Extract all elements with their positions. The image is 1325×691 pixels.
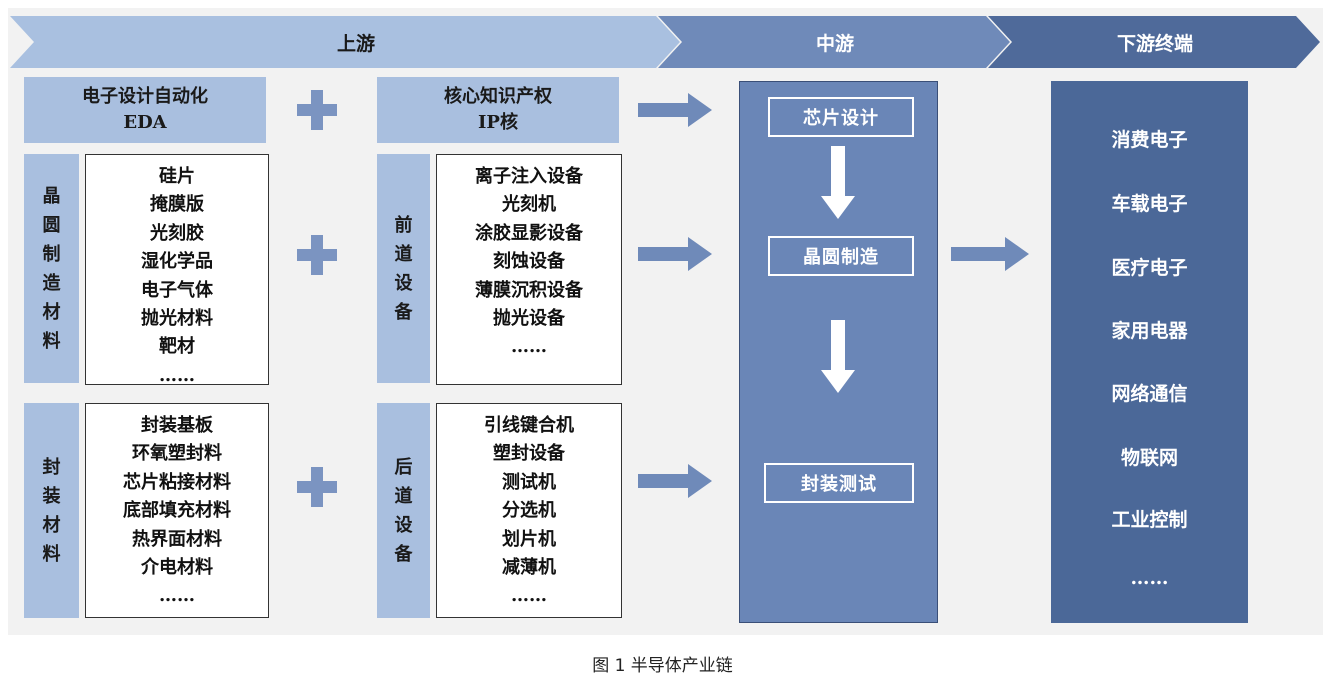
midstream-column: 芯片设计 晶圆制造 封装测试 — [739, 81, 938, 623]
list-item: …… — [1130, 567, 1169, 589]
list-item: 湿化学品 — [141, 251, 213, 273]
stage-upstream-label: 上游 — [336, 32, 375, 55]
chevron-upstream-shape — [10, 16, 680, 68]
arrow-right-icon — [638, 237, 712, 271]
step-packaging-test: 封装测试 — [764, 463, 914, 503]
list-item: …… — [511, 336, 547, 358]
chevron-downstream-shape — [988, 16, 1320, 68]
wafer-materials-char: 材 — [42, 301, 61, 323]
wafer-materials-char: 制 — [42, 243, 61, 265]
backend-equipment-char: 备 — [394, 543, 413, 565]
list-item: 抛光设备 — [493, 308, 565, 330]
eda-title: 电子设计自动化 — [82, 86, 208, 107]
arrow-right-icon — [638, 464, 712, 498]
wafer-materials-label: 晶 圆 制 造 材 料 — [24, 154, 79, 383]
frontend-equipment-char: 设 — [394, 272, 413, 294]
stage-chevrons — [10, 16, 1320, 68]
frontend-equipment-list: 离子注入设备 光刻机 涂胶显影设备 刻蚀设备 薄膜沉积设备 抛光设备 …… — [436, 154, 622, 385]
list-item: 车载电子 — [1111, 193, 1188, 215]
list-item: 网络通信 — [1111, 383, 1188, 405]
frontend-equipment-char: 备 — [394, 301, 413, 323]
list-item: …… — [159, 585, 195, 607]
packaging-materials-list: 封装基板 环氧塑封料 芯片粘接材料 底部填充材料 热界面材料 介电材料 …… — [85, 403, 269, 618]
list-item: 热界面材料 — [132, 528, 222, 550]
list-item: 涂胶显影设备 — [475, 222, 583, 244]
list-item: 抛光材料 — [141, 308, 213, 330]
plus-icon — [297, 467, 337, 507]
backend-equipment-char: 后 — [394, 456, 413, 478]
list-item: 光刻机 — [502, 194, 556, 216]
list-item: …… — [511, 585, 547, 607]
list-item: 减薄机 — [502, 557, 556, 579]
list-item: 光刻胶 — [150, 222, 204, 244]
wafer-materials-char: 料 — [42, 330, 61, 352]
arrow-down-icon — [821, 146, 855, 219]
figure-caption: 图 1 半导体产业链 — [592, 656, 733, 676]
list-item: 薄膜沉积设备 — [475, 279, 583, 301]
list-item: 塑封设备 — [493, 443, 565, 465]
stage-midstream-label: 中游 — [815, 32, 854, 55]
chevron-midstream-shape — [658, 16, 1010, 68]
list-item: 刻蚀设备 — [493, 251, 565, 273]
packaging-materials-label: 封 装 材 料 — [24, 403, 79, 618]
list-item: 测试机 — [502, 471, 556, 493]
backend-equipment-char: 道 — [394, 485, 413, 507]
wafer-materials-char: 造 — [42, 272, 61, 294]
wafer-materials-char: 圆 — [42, 214, 61, 236]
frontend-equipment-label: 前 道 设 备 — [377, 154, 430, 383]
plus-icon — [297, 90, 337, 130]
list-item: 医疗电子 — [1111, 257, 1188, 279]
ip-title: 核心知识产权 — [444, 86, 552, 107]
list-item: 封装基板 — [141, 415, 213, 436]
ip-abbrev: IP核 — [478, 112, 518, 133]
wafer-materials-char: 晶 — [42, 185, 61, 207]
arrow-right-icon — [638, 93, 712, 127]
list-item: 掩膜版 — [150, 194, 204, 216]
packaging-materials-char: 装 — [42, 485, 61, 507]
packaging-materials-char: 料 — [42, 543, 61, 565]
eda-box: 电子设计自动化 EDA — [24, 77, 266, 143]
list-item: 工业控制 — [1111, 509, 1188, 531]
list-item: 引线键合机 — [484, 415, 574, 436]
list-item: 分选机 — [502, 500, 556, 522]
backend-equipment-label: 后 道 设 备 — [377, 403, 430, 618]
list-item: 物联网 — [1120, 447, 1178, 469]
list-item: …… — [159, 364, 195, 386]
frontend-equipment-char: 前 — [394, 214, 413, 236]
ip-box: 核心知识产权 IP核 — [377, 77, 619, 143]
arrow-down-icon — [821, 320, 855, 393]
step-wafer-fab: 晶圆制造 — [768, 236, 914, 276]
step-chip-design: 芯片设计 — [768, 97, 914, 137]
packaging-materials-char: 封 — [42, 456, 61, 478]
list-item: 离子注入设备 — [475, 166, 583, 187]
list-item: 划片机 — [502, 528, 556, 550]
list-item: 环氧塑封料 — [132, 443, 222, 465]
list-item: 芯片粘接材料 — [123, 471, 231, 493]
list-item: 消费电子 — [1111, 129, 1188, 151]
packaging-materials-char: 材 — [42, 514, 61, 536]
list-item: 电子气体 — [141, 279, 213, 301]
eda-abbrev: EDA — [123, 112, 167, 133]
list-item: 靶材 — [159, 336, 195, 358]
arrow-right-icon — [951, 237, 1029, 271]
list-item: 介电材料 — [141, 557, 213, 579]
list-item: 家用电器 — [1111, 320, 1188, 342]
wafer-materials-list: 硅片 掩膜版 光刻胶 湿化学品 电子气体 抛光材料 靶材 …… — [85, 154, 269, 386]
stage-downstream-label: 下游终端 — [1116, 32, 1193, 55]
frontend-equipment-char: 道 — [394, 243, 413, 265]
list-item: 底部填充材料 — [123, 500, 231, 522]
list-item: 硅片 — [159, 166, 195, 187]
downstream-column: 消费电子 车载电子 医疗电子 家用电器 网络通信 物联网 工业控制 …… — [1051, 81, 1248, 623]
plus-icon — [297, 235, 337, 275]
backend-equipment-char: 设 — [394, 514, 413, 536]
backend-equipment-list: 引线键合机 塑封设备 测试机 分选机 划片机 减薄机 …… — [436, 403, 622, 618]
